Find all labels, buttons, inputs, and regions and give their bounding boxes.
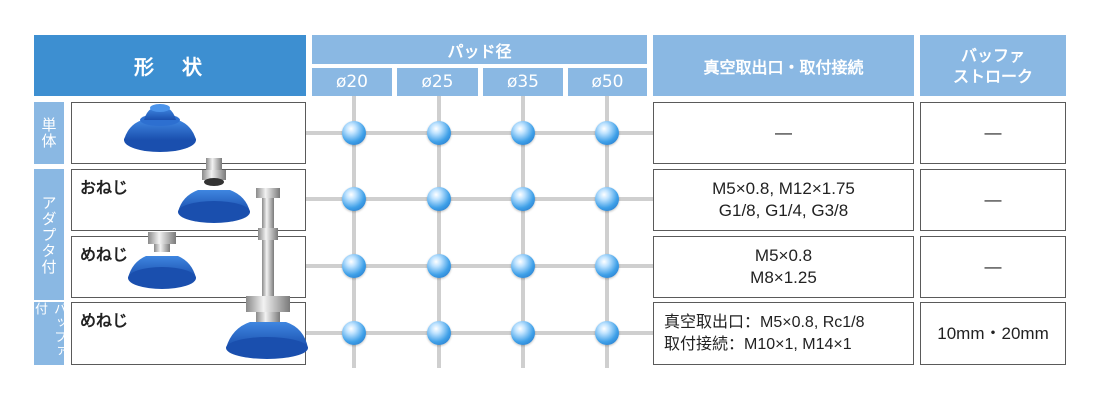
header-pad-diameter: パッド径 (312, 35, 647, 64)
stroke-value: — (984, 123, 1002, 142)
availability-dot (511, 321, 535, 345)
vacuum-pad-female-thread-icon (128, 232, 196, 289)
vacuum-pad-illustrations (124, 104, 308, 359)
stroke-cell-male-thread: — (920, 169, 1066, 231)
port-value: M5×0.8 (754, 246, 813, 265)
availability-dot (427, 321, 451, 345)
vacuum-pad-single-icon (124, 104, 196, 152)
availability-dot (595, 187, 619, 211)
port-value: G1/8, G1/4, G3/8 (718, 201, 849, 220)
grid-line-v50 (605, 96, 609, 368)
row-label-male-thread: おねじ (80, 178, 129, 197)
port-cell-single: — (653, 102, 914, 164)
availability-dot (595, 254, 619, 278)
row-label-buffer-female-thread: めねじ (80, 311, 129, 330)
header-buffer-stroke: バッファ ストローク (920, 35, 1066, 96)
availability-dot (342, 321, 366, 345)
availability-dot (511, 121, 535, 145)
port-value: — (775, 123, 792, 142)
header-shape: 形 状 (34, 35, 306, 96)
stroke-cell-single: — (920, 102, 1066, 164)
side-label-buffer: バッファ付 (32, 302, 66, 365)
header-vacuum-port: 真空取出口・取付接続 (653, 35, 914, 96)
availability-dot (511, 254, 535, 278)
availability-dot (511, 187, 535, 211)
availability-dot (342, 121, 366, 145)
port-cell-female-thread: M5×0.8 M8×1.25 (653, 236, 914, 298)
side-label-adapter: アダプタ付 (34, 169, 64, 300)
grid-line-h1 (306, 131, 653, 135)
availability-dot (342, 254, 366, 278)
stroke-value: 10mm・20mm (937, 323, 1049, 343)
stroke-value: — (984, 190, 1002, 209)
grid-line-h3 (306, 264, 653, 268)
availability-dot (427, 254, 451, 278)
grid-line-h4 (306, 331, 653, 335)
grid-line-h2 (306, 197, 653, 201)
vacuum-pad-male-thread-icon (178, 158, 250, 223)
header-buffer-stroke-line1: バッファ (960, 45, 1025, 65)
header-size-20: ø20 (312, 68, 392, 96)
availability-dot (427, 187, 451, 211)
row-label-female-thread: めねじ (80, 245, 129, 264)
stroke-value: — (984, 257, 1002, 276)
availability-dot (342, 187, 366, 211)
port-cell-male-thread: M5×0.8, M12×1.75 G1/8, G1/4, G3/8 (653, 169, 914, 231)
buffer-rod-icon (246, 188, 290, 312)
stroke-cell-female-thread: — (920, 236, 1066, 298)
grid-line-v20 (352, 96, 356, 368)
port-cell-buffer: 真空取出口：M5×0.8, Rc1/8 取付接続：M10×1, M14×1 (653, 302, 914, 365)
vacuum-pad-buffer-icon (226, 312, 308, 359)
header-size-35: ø35 (483, 68, 563, 96)
port-value: M8×1.25 (750, 268, 817, 287)
side-label-single: 単体 (34, 102, 64, 164)
port-value: 取付接続：M10×1, M14×1 (664, 335, 852, 353)
port-value: 真空取出口：M5×0.8, Rc1/8 (664, 313, 865, 331)
availability-dot (595, 321, 619, 345)
grid-line-v25 (437, 96, 441, 368)
header-buffer-stroke-line2: ストローク (952, 66, 1033, 86)
port-value: M5×0.8, M12×1.75 (712, 179, 855, 198)
stroke-cell-buffer: 10mm・20mm (920, 302, 1066, 365)
header-size-50: ø50 (568, 68, 647, 96)
header-size-25: ø25 (397, 68, 478, 96)
availability-dot (595, 121, 619, 145)
availability-dot (427, 121, 451, 145)
grid-line-v35 (521, 96, 525, 368)
